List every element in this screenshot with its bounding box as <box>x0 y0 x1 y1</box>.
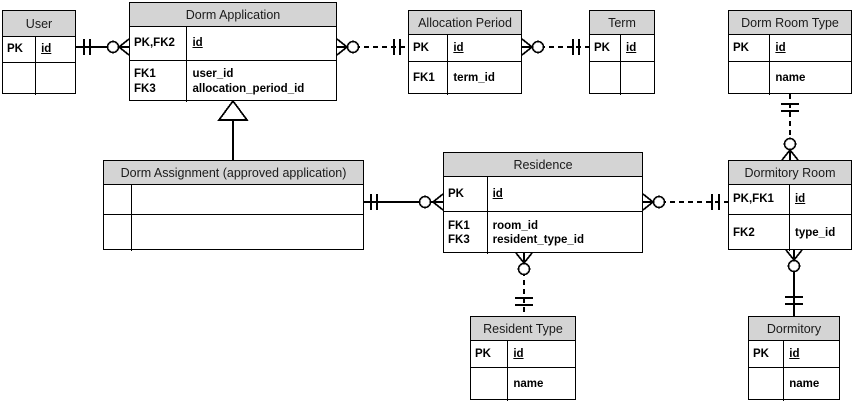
entity-title-dormitory: Dormitory <box>749 317 839 341</box>
key-column <box>749 368 785 401</box>
key-column: PK,FK2 <box>130 27 188 60</box>
key-column <box>471 368 509 401</box>
key-column: PK,FK1 <box>729 185 790 214</box>
entity-row: PK id <box>729 35 851 62</box>
connector-allocation-period-term <box>521 38 589 56</box>
attribute-column <box>132 215 363 251</box>
key-column: PK <box>590 35 622 61</box>
attribute-column: id <box>626 41 637 54</box>
entity-row: PK id <box>444 177 642 212</box>
entity-row: FK1 term_id <box>409 62 521 95</box>
key-column: PK <box>444 177 488 211</box>
attribute-column: type_id <box>794 226 836 239</box>
key-column: PK <box>409 35 449 61</box>
attribute-column: name <box>775 72 806 85</box>
entity-title-term: Term <box>590 11 654 35</box>
entity-title-user: User <box>3 11 75 37</box>
entity-title-residence: Residence <box>444 153 642 177</box>
attribute-column: term_id <box>453 72 495 85</box>
attribute-column: id <box>789 347 800 360</box>
attribute-column <box>132 185 363 214</box>
entity-row <box>3 63 75 95</box>
entity-title-dorm_application: Dorm Application <box>130 3 336 27</box>
attribute-column: id <box>492 187 503 200</box>
entity-dorm_assignment[interactable]: Dorm Assignment (approved application) <box>103 160 364 251</box>
key-column: PK <box>471 341 509 367</box>
connector-user-dorm-application <box>76 38 130 56</box>
attribute-column: id <box>513 347 524 360</box>
entity-title-allocation_period: Allocation Period <box>409 11 521 35</box>
attribute-column: id <box>775 41 786 54</box>
entity-row: PK id <box>590 35 654 62</box>
attribute-column: id <box>192 37 203 50</box>
entity-row: PK,FK2 id <box>130 27 336 61</box>
entity-row: PK id <box>471 341 575 368</box>
attribute-column: id <box>41 43 52 56</box>
attribute-column: name <box>789 378 820 391</box>
entity-title-dorm_assignment: Dorm Assignment (approved application) <box>104 161 363 185</box>
attribute-column <box>36 63 75 95</box>
attribute-column: id <box>794 193 806 206</box>
entity-row: PK id <box>3 37 75 63</box>
entity-row <box>104 185 363 215</box>
entity-row: PK id <box>749 341 839 368</box>
connector-dorm-assignment-residence <box>364 193 444 211</box>
connector-residence-resident-type <box>515 252 533 316</box>
key-column: PK <box>729 35 771 61</box>
key-column <box>104 185 132 214</box>
key-column <box>104 215 132 251</box>
key-column: FK1 <box>409 62 449 95</box>
key-column: PK <box>3 37 37 62</box>
entity-title-dorm_room_type: Dorm Room Type <box>729 11 851 35</box>
key-column: PK <box>749 341 785 367</box>
connector-dorm-application-allocation-period <box>336 38 408 56</box>
key-column <box>729 62 771 95</box>
entity-title-dormitory_room: Dormitory Room <box>729 161 851 185</box>
attribute-column: id <box>453 41 464 54</box>
entity-row: FK2 type_id <box>729 215 851 251</box>
entity-row: PK id <box>409 35 521 62</box>
entity-row: name <box>729 62 851 95</box>
entity-row <box>590 62 654 95</box>
key-column <box>3 63 37 95</box>
entity-title-resident_type: Resident Type <box>471 317 575 341</box>
key-column: FK2 <box>729 215 790 251</box>
connector-residence-dormitory-room <box>642 193 728 211</box>
entity-row <box>104 215 363 251</box>
connector-dorm-room-type-dormitory-room <box>781 94 799 161</box>
entity-row: PK,FK1 id <box>729 185 851 215</box>
key-column <box>590 62 622 95</box>
connector-dormitory-room-dormitory <box>785 249 803 316</box>
attribute-column <box>621 62 654 95</box>
entity-row: name <box>471 368 575 401</box>
connector-generalization-dorm-assignment <box>217 99 249 160</box>
entity-row: name <box>749 368 839 401</box>
attribute-column: name <box>513 378 544 391</box>
